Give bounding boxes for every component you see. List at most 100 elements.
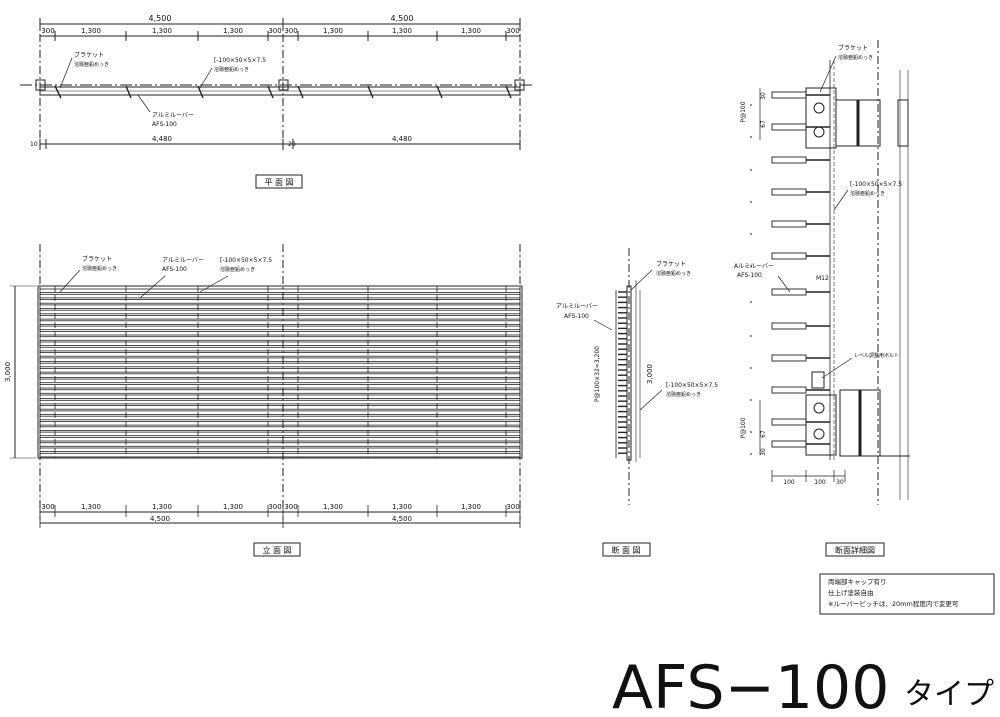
detail-louver-profile xyxy=(771,354,807,362)
elev-slat xyxy=(39,452,521,458)
elev-slat xyxy=(39,383,521,389)
detail-louver-profile xyxy=(771,252,807,260)
elev-slat xyxy=(39,410,521,415)
note-line-1: 両端部キャップ有り xyxy=(828,577,887,586)
plan-channel-sub: 溶融亜鉛めっき xyxy=(214,66,249,73)
detail-dim-bottom-1: P@100 xyxy=(740,417,747,438)
elev-channel-label: [-100×50×5×7.5 xyxy=(220,257,272,264)
elev-louver-label: アルミルーバー xyxy=(162,257,204,264)
elev-slat xyxy=(39,288,521,293)
plan-total-left: 4,500 xyxy=(149,14,172,23)
plan-total-right: 4,500 xyxy=(391,14,414,23)
detail-louver-profile xyxy=(771,386,807,394)
elev-slat xyxy=(39,431,521,437)
plan-segment-ticks xyxy=(54,31,507,41)
elev-slat xyxy=(39,293,521,299)
elev-channel-sub: 溶融亜鉛めっき xyxy=(220,266,255,273)
section-channel xyxy=(626,285,632,461)
elev-slat xyxy=(39,415,521,421)
plan-seg-2: 1,300 xyxy=(81,27,101,35)
elev-seg-4: 1,300 xyxy=(223,503,243,511)
section-louver-sub: AFS-100 xyxy=(564,313,589,320)
elevation-text: ブラケット 溶融亜鉛めっき アルミルーバー AFS-100 [-100×50×5… xyxy=(4,255,520,555)
section-title: 断 面 図 xyxy=(611,545,640,555)
detail-louver-profile xyxy=(771,156,807,164)
plan-seg-4: 1,300 xyxy=(223,27,243,35)
elev-slat xyxy=(39,421,521,426)
elev-seg-8: 1,300 xyxy=(392,503,412,511)
plan-view xyxy=(20,18,535,189)
detail-dim-h-3: 30 xyxy=(836,479,844,486)
detail-bolt-4 xyxy=(813,428,825,440)
elev-seg-7: 1,300 xyxy=(323,503,343,511)
plan-bracket-label: ブラケット xyxy=(74,51,104,59)
plan-bottom-total-right: 4,480 xyxy=(392,135,412,143)
detail-bottom-plate xyxy=(805,394,837,456)
elev-louver-slats xyxy=(39,288,521,458)
elev-slat xyxy=(39,315,521,320)
elev-seg-9: 1,300 xyxy=(461,503,481,511)
detail-louver-sub: AFS-100 xyxy=(737,272,762,279)
elev-bracket-sub: 溶融亜鉛めっき xyxy=(82,265,117,272)
detail-view xyxy=(759,40,910,557)
plan-seg-6: 300 xyxy=(284,27,297,35)
notes-box: 両端部キャップ有り 仕上げ塗装自由 ※ルーバーピッチは、20mm程度内で変更可 xyxy=(819,573,995,615)
plan-channel-label: [-100×50×5×7.5 xyxy=(214,57,266,64)
elev-seg-10: 300 xyxy=(506,503,519,511)
detail-level-bolt xyxy=(811,371,825,389)
section-louver-label: アルミルーバー xyxy=(556,303,598,310)
elev-slat xyxy=(39,362,521,368)
section-text: ブラケット 溶融亜鉛めっき アルミルーバー AFS-100 P@100×32=3… xyxy=(556,260,718,555)
elev-slat xyxy=(39,447,521,452)
detail-bolt-1 xyxy=(813,102,825,114)
detail-louver-label: Aルミルーバー xyxy=(734,263,774,270)
plan-seg-7: 1,300 xyxy=(323,27,343,35)
detail-top-plate xyxy=(805,87,837,149)
elev-seg-6: 300 xyxy=(284,503,297,511)
detail-level-bolt-label: レベル調整用ボルト xyxy=(854,352,899,359)
elev-title-box xyxy=(253,542,301,557)
plan-bottom-total-left: 4,480 xyxy=(152,135,172,143)
elev-total-right: 4,500 xyxy=(392,515,412,523)
detail-louver-profile xyxy=(771,440,807,448)
product-code: AFS−100 xyxy=(612,653,889,717)
elev-slat xyxy=(39,330,521,336)
elev-height-value: 3,000 xyxy=(4,362,12,382)
detail-top-column xyxy=(897,99,909,147)
product-title: AFS−100 タイプ xyxy=(612,653,994,717)
plan-text: 4,500 4,500 300 1,300 1,300 1,300 300 30… xyxy=(30,14,520,187)
detail-louver-slats xyxy=(750,91,830,455)
detail-bolt-3 xyxy=(813,402,825,414)
detail-louver-profile xyxy=(771,288,807,296)
elev-seg-1: 300 xyxy=(41,503,54,511)
section-channel-label: [-100×50×5×7.5 xyxy=(666,382,718,389)
detail-louver-profile xyxy=(771,418,807,426)
detail-dim-top-1: 30 xyxy=(760,92,767,100)
section-pitch-label: P@100×32=3,200 xyxy=(594,346,601,402)
elev-slat xyxy=(39,436,521,442)
elev-slat xyxy=(39,320,521,325)
plan-post-mid xyxy=(278,79,289,91)
detail-louver-profile xyxy=(771,91,807,99)
elev-slat xyxy=(39,309,521,315)
section-bracket-sub: 溶融亜鉛めっき xyxy=(656,270,691,277)
detail-louver-profile xyxy=(771,220,807,228)
plan-seg-5: 300 xyxy=(268,27,281,35)
plan-seg-10: 300 xyxy=(506,27,519,35)
elev-slat xyxy=(39,399,521,405)
elev-slat xyxy=(39,357,521,362)
plan-bracket-sub: 溶融亜鉛めっき xyxy=(74,61,109,68)
plan-offset-right: 20 xyxy=(288,141,296,148)
detail-bracket-sub: 溶融亜鉛めっき xyxy=(838,54,873,61)
note-line-2: 仕上げ塗装自由 xyxy=(828,588,874,597)
plan-brackets xyxy=(54,85,512,99)
section-height-value: 3,000 xyxy=(646,364,654,384)
note-line-3: ※ルーバーピッチは、20mm程度内で変更可 xyxy=(828,599,959,608)
elev-slat xyxy=(39,325,521,331)
elev-slat xyxy=(39,336,521,341)
detail-channel-sub: 溶融亜鉛めっき xyxy=(850,190,885,197)
elev-title: 立 面 図 xyxy=(262,545,291,555)
plan-post-right xyxy=(514,79,525,91)
elev-slat xyxy=(39,378,521,384)
